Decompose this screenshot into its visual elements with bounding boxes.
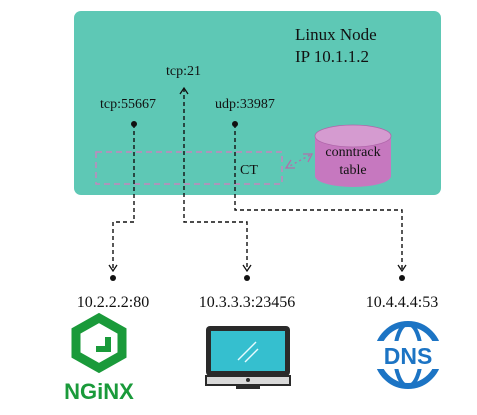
conntrack-label-line1: conntrack [325, 145, 380, 160]
dns-address: 10.4.4.4:53 [366, 294, 438, 311]
ct-link-arrowhead-right [303, 153, 314, 163]
connection-computer [179, 86, 252, 281]
conntrack-table-cylinder [314, 124, 392, 187]
computer-monitor-icon [205, 326, 291, 389]
node-ip: IP 10.1.1.2 [295, 47, 369, 66]
node-title: Linux Node [295, 25, 377, 44]
connection-dns [232, 121, 407, 281]
port-label-tcp-55667: tcp:55667 [100, 97, 156, 112]
connection-nginx [108, 121, 137, 281]
ct-link-arrowhead-left [284, 159, 295, 169]
nginx-wordmark: NGiNX [64, 379, 134, 404]
dns-globe-icon: DNS [373, 321, 443, 389]
nginx-logo: NGiNX [64, 312, 134, 404]
dns-wordmark: DNS [384, 343, 433, 369]
ct-label: CT [240, 163, 258, 178]
nginx-address: 10.2.2.2:80 [77, 294, 149, 311]
computer-address: 10.3.3.3:23456 [199, 294, 295, 311]
port-label-tcp-21: tcp:21 [166, 64, 201, 79]
ct-dashed-box [95, 151, 283, 185]
conntrack-label-line2: table [339, 163, 366, 178]
port-label-udp-33987: udp:33987 [215, 97, 275, 112]
